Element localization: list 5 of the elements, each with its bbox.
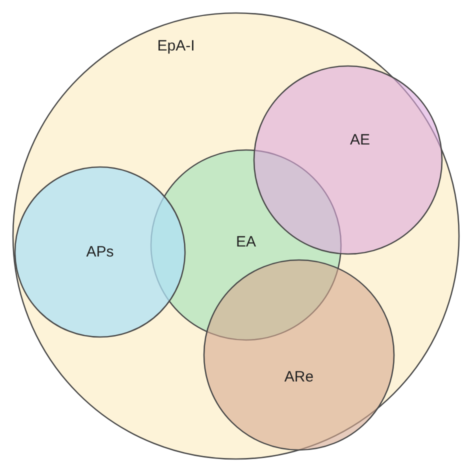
- set-label: EpA-I: [157, 38, 195, 54]
- set-label: APs: [86, 244, 114, 260]
- set-label: EA: [236, 234, 256, 250]
- set-label: AE: [350, 132, 370, 148]
- set-label: ARe: [284, 368, 314, 386]
